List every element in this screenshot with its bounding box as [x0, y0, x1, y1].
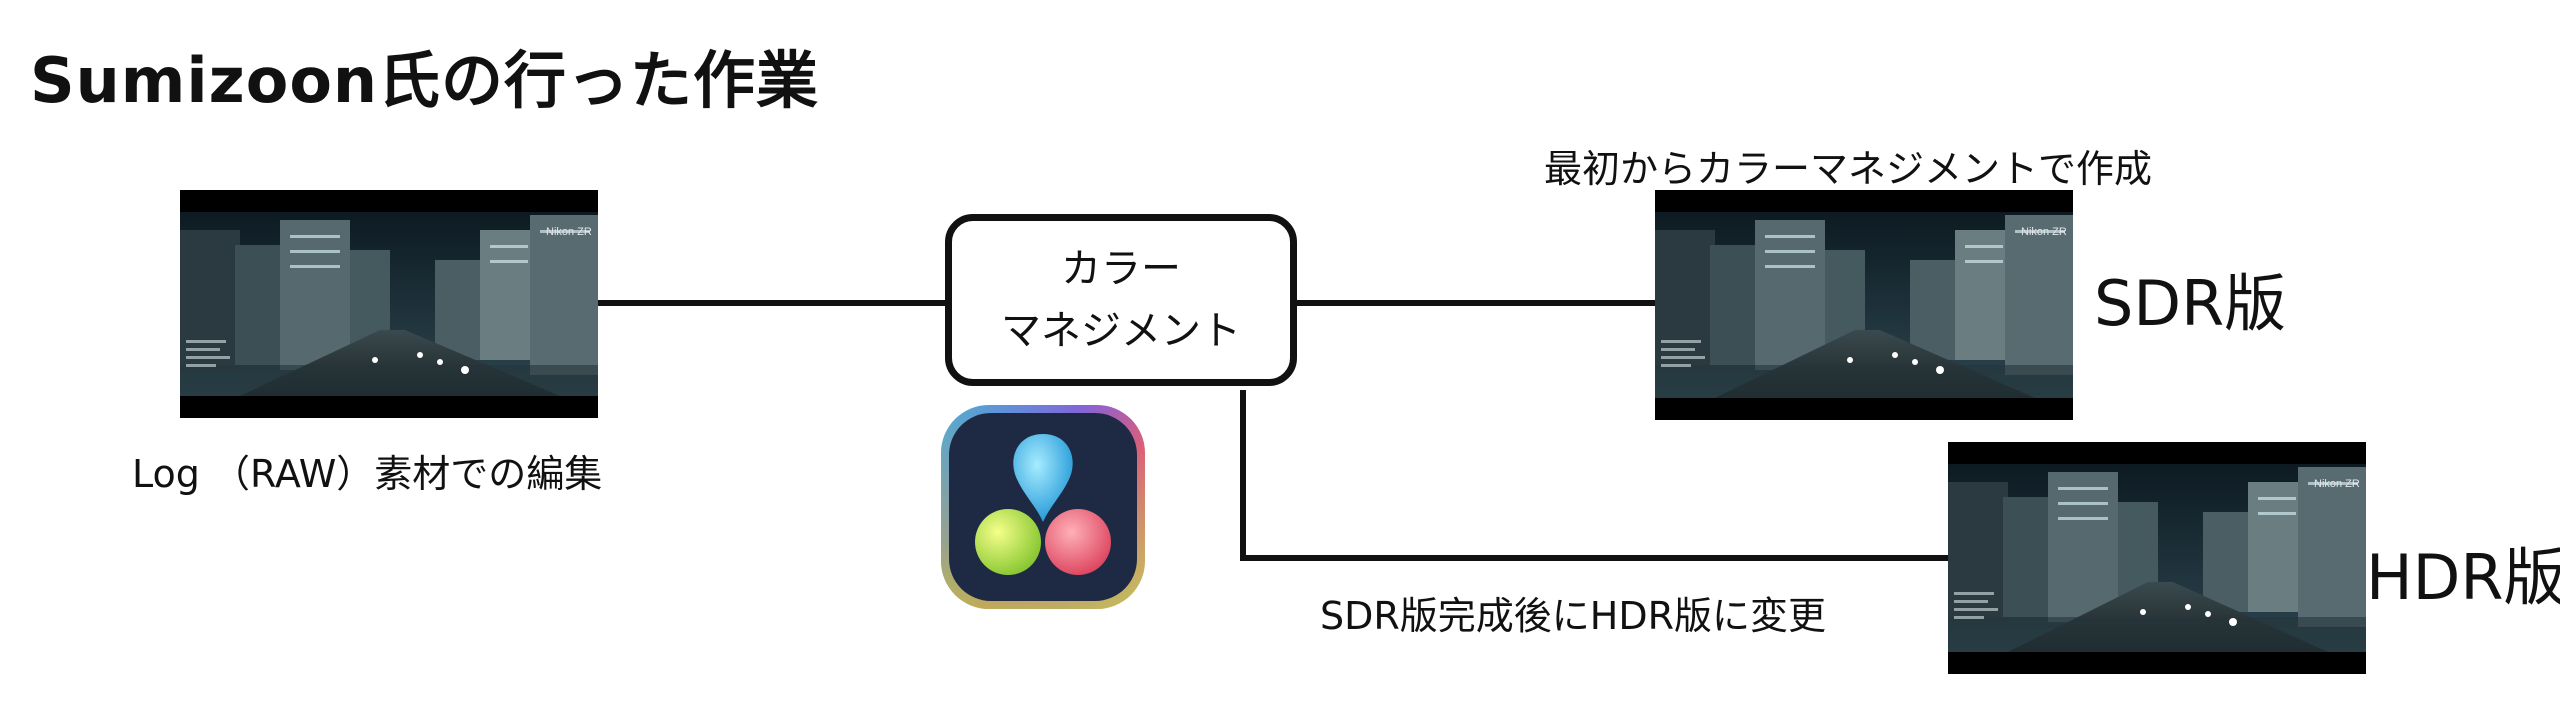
source-watermark: Nikon ZR [546, 226, 592, 238]
hdr-connector-caption: SDR版完成後にHDR版に変更 [1320, 594, 1827, 638]
sdr-top-caption: 最初からカラーマネジメントで作成 [1544, 147, 2153, 191]
petal-top [1013, 434, 1073, 522]
city-street-image: Nikon ZR [180, 190, 598, 418]
sdr-label: SDR版 [2094, 267, 2287, 340]
page-title: Sumizoon氏の行った作業 [30, 44, 820, 117]
connector-node-to-hdr [1240, 390, 1950, 561]
petal-right [1045, 509, 1111, 575]
hdr-label: HDR版 [2366, 541, 2560, 614]
node-label-line2: マネジメント [1001, 308, 1241, 354]
city-street-image: Nikon ZR [1948, 442, 2366, 674]
node-label-line1: カラー [1061, 246, 1181, 292]
sdr-video-thumbnail: Nikon ZR [1655, 190, 2073, 420]
petal-left [975, 509, 1041, 575]
sdr-watermark: Nikon ZR [2021, 226, 2067, 238]
davinci-resolve-icon [938, 402, 1148, 612]
source-caption: Log （RAW）素材での編集 [132, 452, 603, 496]
color-management-node: カラー マネジメント [945, 214, 1297, 386]
source-video-thumbnail: Nikon ZR [180, 190, 598, 418]
hdr-video-thumbnail: Nikon ZR [1948, 442, 2366, 674]
city-street-image: Nikon ZR [1655, 190, 2073, 420]
hdr-watermark: Nikon ZR [2314, 478, 2360, 490]
